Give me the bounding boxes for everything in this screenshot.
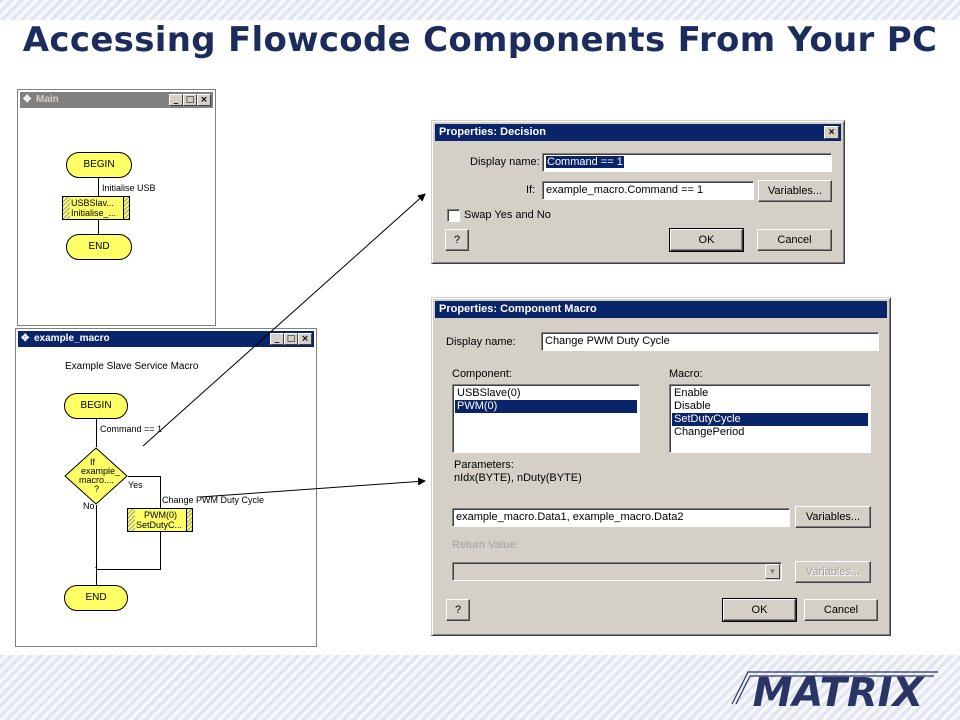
minimize-button[interactable]: _ bbox=[270, 333, 284, 345]
macro-canvas[interactable]: Example Slave Service Macro BEGIN Comman… bbox=[20, 348, 312, 642]
merge-arrow-icon: ‹ bbox=[95, 562, 98, 572]
main-canvas[interactable]: BEGIN Initialise USB USBSlav... Initiali… bbox=[22, 109, 211, 321]
variables-button[interactable]: Variables... bbox=[758, 180, 832, 202]
decision-text-3: macro.... bbox=[79, 475, 115, 485]
macro-window-titlebar[interactable]: ✥ example_macro _ □ × bbox=[18, 331, 314, 347]
close-button[interactable]: × bbox=[298, 333, 312, 345]
macro-list-item[interactable]: Disable bbox=[674, 400, 711, 412]
macro-label: Macro: bbox=[669, 368, 703, 380]
return-value-label: Return Value: bbox=[452, 539, 519, 551]
arrow-to-macro-dialog bbox=[199, 477, 426, 498]
no-label: No bbox=[83, 501, 95, 511]
macro-list[interactable]: Enable Disable SetDutyCycle ChangePeriod bbox=[669, 384, 871, 453]
flow-line bbox=[98, 220, 99, 234]
component-line-1: PWM(0) bbox=[144, 510, 177, 520]
main-window: ✥ Main _ □ × BEGIN Initialise USB USBSla… bbox=[17, 89, 216, 326]
matrix-logo: MATRIX bbox=[731, 670, 938, 712]
display-name-value: Command == 1 bbox=[546, 156, 624, 168]
help-button[interactable]: ? bbox=[446, 599, 470, 621]
cancel-button[interactable]: Cancel bbox=[757, 229, 832, 251]
ok-button[interactable]: OK bbox=[722, 598, 797, 622]
decision-dialog: Properties: Decision × Display name: Com… bbox=[431, 120, 845, 264]
main-window-titlebar[interactable]: ✥ Main _ □ × bbox=[20, 92, 213, 108]
if-label: If: bbox=[526, 184, 536, 196]
slide-title: Accessing Flowcode Components From Your … bbox=[22, 20, 938, 60]
begin-terminal[interactable]: BEGIN bbox=[64, 393, 128, 419]
flow-line bbox=[96, 419, 97, 447]
flow-line bbox=[98, 178, 99, 198]
swap-yes-no-checkbox[interactable] bbox=[447, 209, 460, 222]
component-label: Initialise USB bbox=[102, 183, 156, 193]
decision-label: Command == 1 bbox=[100, 424, 163, 434]
pwm-component-icon[interactable]: PWM(0) SetDutyC... bbox=[127, 508, 193, 532]
minimize-button[interactable]: _ bbox=[169, 94, 183, 106]
macro-description: Example Slave Service Macro bbox=[65, 361, 199, 372]
parameters-label: Parameters: bbox=[454, 459, 514, 471]
component-line-1: USBSlav... bbox=[71, 198, 114, 208]
close-button[interactable]: × bbox=[197, 94, 211, 106]
arrow-to-decision-dialog bbox=[142, 193, 426, 447]
if-input[interactable]: example_macro.Command == 1 bbox=[542, 181, 754, 200]
component-line-2: SetDutyC... bbox=[136, 520, 183, 530]
component-label: Change PWM Duty Cycle bbox=[162, 495, 265, 505]
macro-list-item[interactable]: ChangePeriod bbox=[674, 426, 745, 438]
component-macro-dialog: Properties: Component Macro Display name… bbox=[431, 297, 891, 636]
close-button[interactable]: × bbox=[824, 126, 839, 139]
component-list-item[interactable]: USBSlave(0) bbox=[457, 387, 521, 399]
macro-dialog-titlebar[interactable]: Properties: Component Macro bbox=[435, 301, 887, 318]
macro-list-item[interactable]: Enable bbox=[674, 387, 709, 399]
display-name-label: Display name: bbox=[470, 156, 540, 168]
end-terminal[interactable]: END bbox=[64, 585, 128, 611]
no-branch-line bbox=[96, 505, 97, 585]
maximize-button[interactable]: □ bbox=[183, 94, 197, 106]
macro-dialog-title: Properties: Component Macro bbox=[439, 303, 597, 315]
component-label: Component: bbox=[452, 368, 512, 380]
usb-component-icon[interactable]: USBSlav... Initialise_... bbox=[62, 196, 130, 220]
macro-window-title: example_macro bbox=[34, 333, 110, 344]
flowchart-icon: ✥ bbox=[23, 94, 32, 105]
yes-label: Yes bbox=[128, 480, 143, 490]
merge-line bbox=[97, 569, 161, 570]
cancel-button[interactable]: Cancel bbox=[804, 599, 878, 621]
parameters-signature: nIdx(BYTE), nDuty(BYTE) bbox=[454, 472, 582, 484]
display-name-label: Display name: bbox=[446, 336, 516, 348]
yes-branch-line bbox=[128, 476, 160, 477]
main-window-title: Main bbox=[36, 94, 59, 105]
parameter-variables-button[interactable]: Variables... bbox=[795, 506, 871, 528]
display-name-input[interactable]: Command == 1 bbox=[542, 153, 832, 172]
display-name-input[interactable]: Change PWM Duty Cycle bbox=[541, 332, 879, 351]
component-line-2: Initialise_... bbox=[71, 208, 117, 218]
bottom-decorative-band bbox=[0, 655, 960, 720]
maximize-button[interactable]: □ bbox=[284, 333, 298, 345]
decision-dialog-title: Properties: Decision bbox=[439, 126, 546, 138]
decision-diamond[interactable] bbox=[64, 447, 128, 505]
macro-window: ✥ example_macro _ □ × Example Slave Serv… bbox=[15, 328, 317, 647]
ok-button[interactable]: OK bbox=[669, 228, 744, 252]
component-list[interactable]: USBSlave(0) PWM(0) bbox=[452, 384, 640, 453]
logo-text: MATRIX bbox=[753, 670, 926, 712]
macro-list-item-selected[interactable]: SetDutyCycle bbox=[672, 413, 868, 426]
help-button[interactable]: ? bbox=[445, 229, 469, 251]
dropdown-arrow-icon[interactable]: ▼ bbox=[765, 564, 780, 579]
begin-terminal[interactable]: BEGIN bbox=[66, 152, 132, 178]
decision-text-1: If bbox=[90, 457, 96, 467]
decision-dialog-titlebar[interactable]: Properties: Decision × bbox=[435, 124, 841, 141]
top-decorative-band bbox=[0, 0, 960, 20]
flowchart-icon: ✥ bbox=[21, 333, 30, 344]
end-terminal[interactable]: END bbox=[66, 234, 132, 260]
parameters-input[interactable]: example_macro.Data1, example_macro.Data2 bbox=[452, 508, 790, 527]
swap-yes-no-label: Swap Yes and No bbox=[464, 209, 551, 221]
return-variables-button[interactable]: Variables... bbox=[795, 561, 871, 583]
decision-text-2: example_ bbox=[81, 466, 121, 476]
return-value-combo[interactable]: ▼ bbox=[452, 562, 782, 581]
component-list-item-selected[interactable]: PWM(0) bbox=[455, 400, 637, 413]
decision-text-4: ? bbox=[94, 484, 100, 494]
